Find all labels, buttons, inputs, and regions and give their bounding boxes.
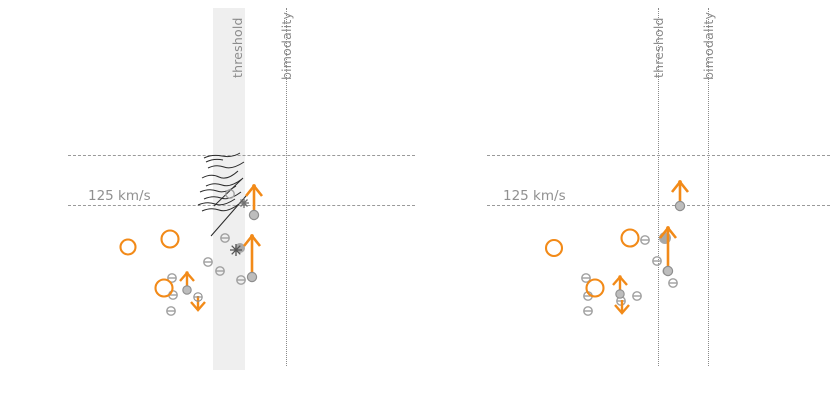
arrow-up-marker <box>179 271 195 295</box>
open-circle-markers-left <box>119 229 180 298</box>
velocity-label-left: 125 km/s <box>88 188 151 204</box>
upper-limit-arrows-down-left <box>190 292 206 312</box>
bimodality-line-right <box>708 8 709 366</box>
upper-limit-arrows-left <box>179 183 264 295</box>
arrow-down-marker <box>614 300 630 315</box>
censored-markers-right <box>581 235 678 316</box>
velocity-label-right: 125 km/s <box>503 188 566 204</box>
reference-line-upper-left <box>68 155 415 156</box>
panel-left: 125 km/s threshold bimodality <box>68 8 415 370</box>
track-lines-left <box>197 152 247 237</box>
arrow-up-marker <box>612 275 628 299</box>
arrow-up-marker <box>670 179 690 212</box>
markers-right-svg <box>544 179 690 316</box>
threshold-line-right <box>658 8 659 366</box>
upper-limit-arrows-right <box>612 179 690 299</box>
threshold-band-left <box>213 8 245 370</box>
arrow-up-marker <box>244 183 264 221</box>
open-circle-markers-right <box>544 228 640 298</box>
markers-left-svg <box>119 152 264 316</box>
arrow-down-marker <box>190 292 206 312</box>
arrow-up-marker <box>242 233 262 283</box>
markers-left <box>119 152 264 316</box>
reference-line-125-right <box>487 205 830 206</box>
star-markers-left <box>230 198 249 256</box>
reference-line-upper-right <box>487 155 830 156</box>
censored-markers-left <box>166 189 246 316</box>
bimodality-line-left <box>286 8 287 366</box>
arrow-up-marker <box>658 225 678 277</box>
panel-right: 125 km/s threshold bimodality <box>415 0 830 415</box>
markers-right <box>415 0 830 415</box>
upper-limit-arrows-down-right <box>614 300 630 315</box>
